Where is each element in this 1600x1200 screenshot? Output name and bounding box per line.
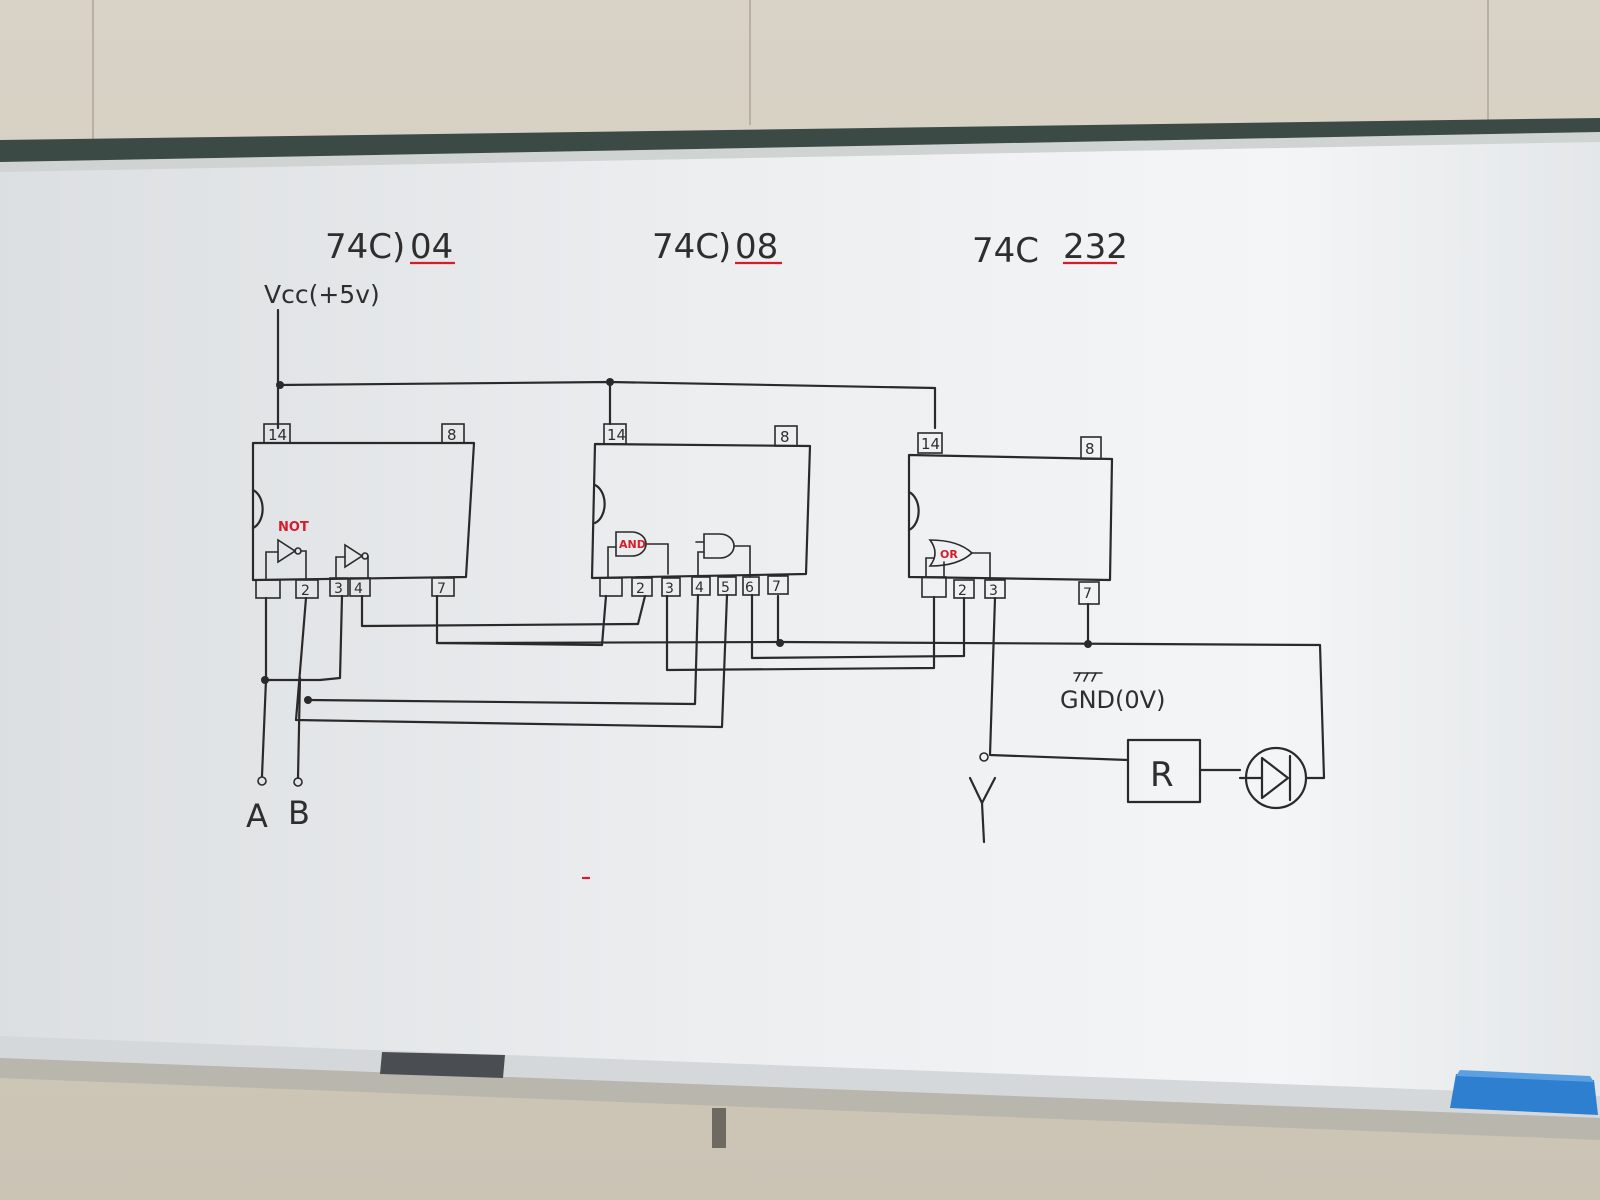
chip3-pin8 bbox=[1080, 436, 1102, 460]
input-a-label: A bbox=[246, 797, 268, 835]
and-gate-label: AND bbox=[619, 538, 646, 551]
chip1-pin4-label: 4 bbox=[354, 581, 363, 597]
junction-dot bbox=[276, 381, 284, 389]
led-diode bbox=[1238, 746, 1308, 810]
not-gate-1 bbox=[265, 538, 307, 581]
input-b-terminal bbox=[293, 777, 303, 787]
board-surface bbox=[0, 142, 1600, 1100]
not-gate-label: NOT bbox=[278, 520, 309, 535]
chip2-mid: ) bbox=[718, 227, 731, 267]
output-terminal bbox=[979, 752, 989, 762]
chip2-prefix: 74C bbox=[652, 227, 719, 267]
blue-eraser-top bbox=[1456, 1070, 1594, 1082]
junction-dot bbox=[606, 378, 614, 386]
dark-eraser bbox=[380, 1052, 505, 1078]
chip1-vcc-pin-label: 14 bbox=[268, 426, 287, 444]
chip2-pin6-label: 6 bbox=[745, 580, 754, 596]
chip2-pin1 bbox=[599, 577, 623, 597]
chip1-pin2-label: 2 bbox=[301, 583, 310, 599]
board-top-trim bbox=[0, 132, 1600, 174]
chip1-pin3-label: 3 bbox=[334, 581, 343, 597]
ground-symbol bbox=[1073, 672, 1103, 682]
chip1-vcc-pin bbox=[263, 423, 291, 444]
chip3-vcc-pin bbox=[917, 432, 943, 454]
and-gate-1 bbox=[607, 531, 669, 579]
input-b-label: B bbox=[288, 794, 310, 832]
chip1-pin4 bbox=[349, 577, 371, 597]
chip3-gnd-pin-label: 7 bbox=[1083, 586, 1092, 602]
chip1-pin3 bbox=[329, 577, 349, 597]
chip3-pin8-label: 8 bbox=[1085, 440, 1095, 458]
tray-bracket bbox=[712, 1108, 726, 1148]
chip3-pin2-label: 2 bbox=[958, 583, 967, 599]
resistor-label: R bbox=[1150, 755, 1174, 795]
chip1-heading: 74C ) 04 bbox=[325, 227, 455, 267]
chip2-vcc-pin bbox=[603, 423, 627, 445]
chip2-body: 14 8 2 3 4 5 6 7 AND bbox=[590, 423, 812, 597]
chip3-pin3-label: 3 bbox=[989, 583, 998, 599]
vcc-label: Vcc(+5v) bbox=[264, 280, 380, 309]
chip1-pin8 bbox=[441, 423, 465, 444]
input-a-terminal bbox=[257, 776, 267, 786]
chip1-gnd-pin-label: 7 bbox=[437, 581, 446, 597]
chip3-vcc-pin-label: 14 bbox=[921, 435, 940, 453]
chip1-pin8-label: 8 bbox=[447, 426, 457, 444]
chip2-suffix: 08 bbox=[735, 227, 778, 267]
chip2-pin3-label: 3 bbox=[665, 581, 674, 597]
chip3-heading: 74C 232 bbox=[972, 227, 1128, 271]
chip2-pin5-label: 5 bbox=[721, 580, 730, 596]
chip1-prefix: 74C bbox=[325, 227, 392, 267]
blue-eraser bbox=[1450, 1074, 1598, 1115]
chip2-gnd-pin-label: 7 bbox=[772, 579, 781, 595]
chip2-vcc-pin-label: 14 bbox=[607, 426, 626, 444]
chip1-pin1 bbox=[255, 579, 281, 599]
junction-dot bbox=[261, 676, 269, 684]
chip3-prefix: 74C bbox=[972, 231, 1039, 271]
wiring bbox=[260, 593, 1326, 844]
chip2-pin4-label: 4 bbox=[695, 580, 704, 596]
resistor bbox=[1126, 738, 1202, 804]
and-gate-2 bbox=[695, 533, 751, 578]
chip2-pin2 bbox=[631, 577, 653, 597]
chip2-pin4 bbox=[691, 576, 711, 596]
chip2-pin3 bbox=[661, 577, 681, 597]
or-gate-label: OR bbox=[940, 548, 958, 561]
vcc-rail bbox=[276, 308, 937, 430]
chip1-mid: ) bbox=[392, 227, 405, 267]
junction-dot bbox=[304, 696, 312, 704]
or-gate bbox=[925, 539, 991, 581]
chip2-pin8 bbox=[774, 425, 798, 447]
chip2-gnd-pin bbox=[767, 575, 789, 595]
chip1-body: 14 8 2 3 4 7 NOT bbox=[251, 423, 476, 599]
junction-dot bbox=[1084, 640, 1092, 648]
chip1-gnd-pin bbox=[431, 577, 455, 597]
chip2-pin2-label: 2 bbox=[636, 581, 645, 597]
junction-dot bbox=[776, 639, 784, 647]
not-gate-2 bbox=[335, 543, 369, 579]
marker-tray bbox=[0, 1058, 1600, 1140]
chip1-suffix: 04 bbox=[410, 227, 453, 267]
chip3-suffix: 232 bbox=[1063, 227, 1128, 267]
chip2-pin8-label: 8 bbox=[780, 428, 790, 446]
gnd-label: GND(0V) bbox=[1060, 686, 1165, 714]
chip2-heading: 74C ) 08 bbox=[652, 227, 782, 267]
